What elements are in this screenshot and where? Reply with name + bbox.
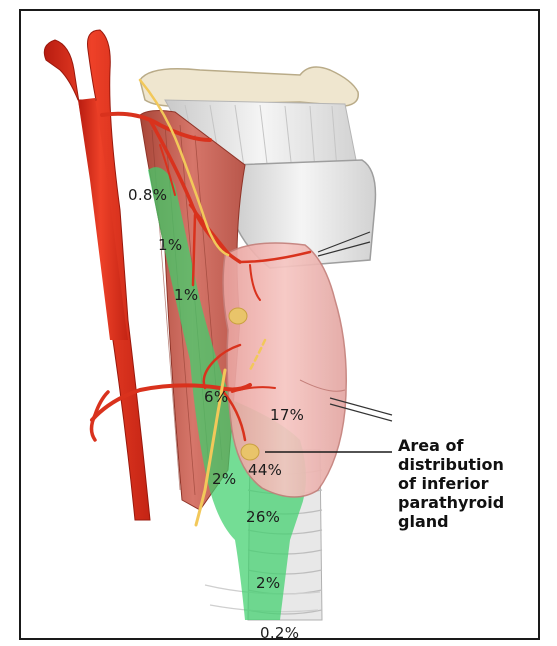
percentage-label: 17% bbox=[270, 406, 304, 424]
percentage-label: 2% bbox=[212, 470, 236, 488]
superior-parathyroid-gland bbox=[229, 308, 247, 324]
percentage-label: 0.8% bbox=[128, 186, 167, 204]
callout-line: gland bbox=[398, 512, 504, 531]
percentage-label: 1% bbox=[158, 236, 182, 254]
percentage-label: 1% bbox=[174, 286, 198, 304]
carotid-artery bbox=[44, 30, 150, 520]
inferior-parathyroid-gland bbox=[241, 444, 259, 460]
callout-line: distribution bbox=[398, 455, 504, 474]
percentage-label: 2% bbox=[256, 574, 280, 592]
percentage-label: 0.2% bbox=[260, 624, 299, 642]
percentage-label: 44% bbox=[248, 461, 282, 479]
callout-label: Area of distribution of inferior parathy… bbox=[398, 436, 504, 531]
percentage-label: 6% bbox=[204, 388, 228, 406]
callout-line: of inferior bbox=[398, 474, 504, 493]
percentage-label: 26% bbox=[246, 508, 280, 526]
callout-line: Area of bbox=[398, 436, 504, 455]
callout-line: parathyroid bbox=[398, 493, 504, 512]
thyroid-lobe bbox=[223, 243, 346, 497]
